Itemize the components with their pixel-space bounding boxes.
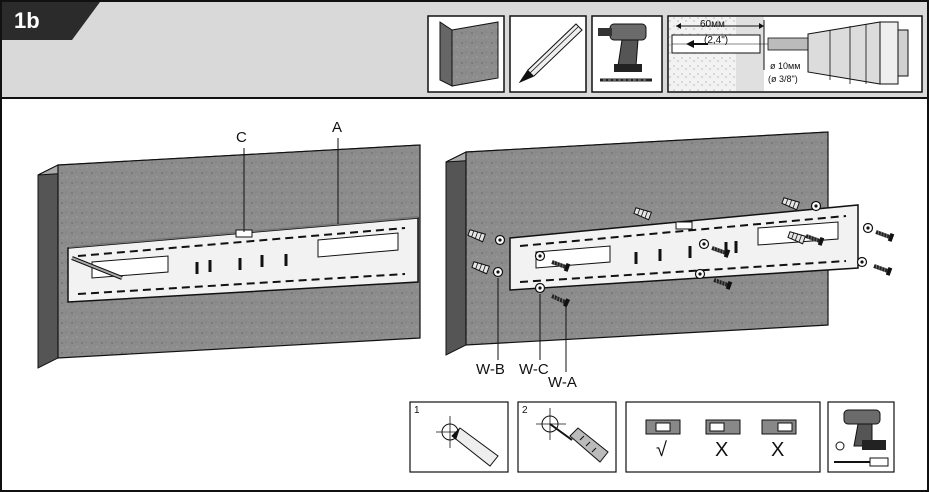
step-tab <box>2 2 100 40</box>
anchor-insert-box <box>827 401 895 473</box>
step2-number: 2 <box>522 405 528 416</box>
drill-depth-mm: 60мм <box>700 19 725 30</box>
wall-plate-a <box>67 216 419 303</box>
level-bad-mark-2: X <box>771 439 785 461</box>
step-mark-box <box>409 401 509 473</box>
level-ok-mark: √ <box>656 439 667 461</box>
label-wc: W-C <box>519 361 549 378</box>
drill-diameter-mm: ø 10мм <box>770 61 801 71</box>
label-c: C <box>236 129 247 146</box>
step-number: 1b <box>14 8 40 33</box>
tool-drill <box>591 15 663 93</box>
tool-wall <box>427 15 505 93</box>
label-a: A <box>332 119 343 136</box>
tool-pencil <box>509 15 587 93</box>
label-wb: W-B <box>476 361 505 378</box>
step1-number: 1 <box>414 405 420 416</box>
drill-diameter-in: (ø 3/8") <box>768 74 798 84</box>
label-wa: W-A <box>548 374 577 391</box>
drill-depth-in: (2,4") <box>704 35 729 46</box>
step-drill-box <box>517 401 617 473</box>
level-check-box <box>625 401 821 473</box>
level-bad-mark-1: X <box>715 439 729 461</box>
drill-depth-diagram <box>667 15 923 93</box>
